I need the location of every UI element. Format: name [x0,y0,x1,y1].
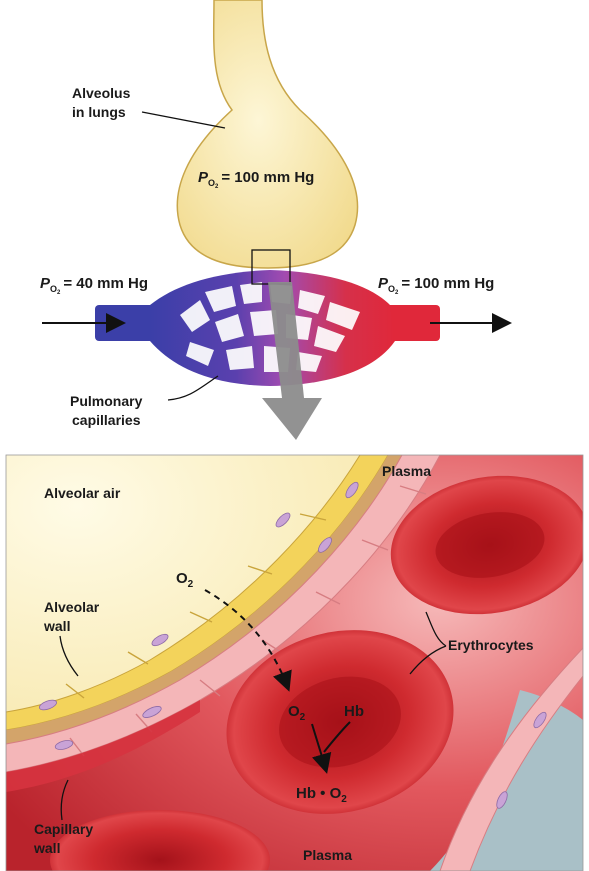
outflow-po2-value: = 100 mm Hg [401,275,494,292]
hb-label: Hb [344,703,364,720]
inflow-po2-value: = 40 mm Hg [63,275,148,292]
alveolus-leader-line [141,111,226,129]
alveolar-wall-leader [59,635,79,677]
svg-text:O2: O2 [288,703,306,723]
magnified-panel [6,455,583,871]
inflow-po2-sub: O [50,284,57,294]
capillary-wall-leader [60,779,69,821]
alveolar-wall-segments [65,513,327,699]
alveolus-po2-sub: O [208,178,215,188]
alveolus [176,0,359,269]
capillary-wall-label-line1: Capillary [34,821,93,837]
alveolar-wall-label-line1: Alveolar [44,599,100,615]
alveolar-wall-label-line2: wall [43,618,70,634]
plasma-top-label: Plasma [382,463,431,479]
svg-text:PO2= 100 mm Hg: PO2= 100 mm Hg [198,169,314,190]
inflow-po2-symbol: P [40,275,51,292]
alveolar-wall-nuclei [39,512,291,711]
alveolar-air-label: Alveolar air [44,485,121,501]
erythrocytes-leader-top [425,611,447,647]
o2-label: O [176,570,188,587]
o2-diffusion-arrow [204,589,292,692]
alveolus-po2-symbol: P [198,169,209,186]
svg-text:PO2= 40 mm Hg: PO2= 40 mm Hg [40,275,148,296]
svg-text:O2: O2 [176,570,194,590]
capillary-wall-label-line2: wall [33,840,60,856]
plasma-bottom-label: Plasma [303,847,352,863]
erythrocytes-leader-center [409,645,447,675]
panel-frame [5,454,584,871]
capillary-wall-nuclei [54,481,359,750]
hb-join-curve [323,721,351,753]
reaction-arrow [311,723,332,774]
erythrocytes-label: Erythrocytes [448,637,534,653]
outflow-po2-symbol: P [378,275,389,292]
o2-inner-label: O [288,703,300,720]
svg-text:PO2= 100 mm Hg: PO2= 100 mm Hg [378,275,494,296]
hb-o2-label: Hb • O [296,785,342,802]
svg-text:Hb • O2: Hb • O2 [296,785,347,805]
capillaries-label-line1: Pulmonary [70,393,143,409]
capillary-wall-band-right [439,647,583,871]
alveolar-air-region [6,455,360,712]
alveolus-label-line1: Alveolus [72,85,131,101]
erythrocyte-bottom-left [50,810,270,871]
capillaries-leader-line [167,375,219,401]
outflow-po2-sub: O [388,284,395,294]
pulmonary-capillary-bed [95,249,440,386]
capillaries-label-line2: capillaries [72,412,141,428]
alveolus-label-line2: in lungs [72,104,126,120]
erythrocyte-top-right [390,475,583,615]
zoom-arrow [262,282,322,440]
alveolus-po2-value: = 100 mm Hg [221,169,314,186]
